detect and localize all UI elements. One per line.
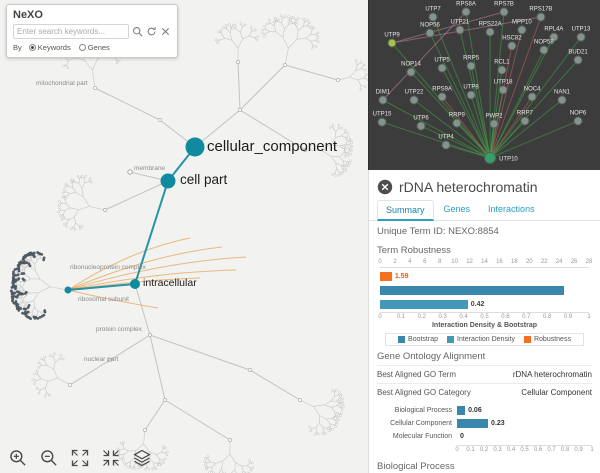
search-widget: NeXO By Keywords Genes <box>6 4 178 58</box>
collapse-view-button[interactable] <box>101 448 121 468</box>
svg-text:DIM1: DIM1 <box>376 90 391 96</box>
svg-text:UTP22: UTP22 <box>405 90 424 96</box>
tab-genes[interactable]: Genes <box>443 204 471 214</box>
term-node-label-mitochondrial-part[interactable]: mitochondrial part <box>36 80 88 87</box>
close-icon[interactable] <box>377 179 393 195</box>
svg-text:NOP56: NOP56 <box>420 23 440 29</box>
legend-item-bootstrap: Bootstrap <box>398 336 438 343</box>
tab-interactions[interactable]: Interactions <box>488 204 535 214</box>
layers-button[interactable] <box>132 448 152 468</box>
svg-text:UTP7: UTP7 <box>425 7 441 13</box>
search-mode-radios: By Keywords Genes <box>13 43 171 52</box>
term-node-label-cell-part[interactable]: cell part <box>180 172 228 187</box>
svg-text:UTP9: UTP9 <box>384 33 400 39</box>
term-title: rDNA heterochromatin <box>399 179 538 195</box>
svg-text:MPP10: MPP10 <box>512 19 532 25</box>
svg-text:RPS7B: RPS7B <box>494 1 514 7</box>
chart-legend: Bootstrap Interaction Density Robustness <box>385 333 584 346</box>
robustness-bar-interaction-density: 0.42 <box>380 298 589 310</box>
svg-text:RPS17B: RPS17B <box>529 7 552 13</box>
axis-title: Interaction Density & Bootstrap <box>431 322 537 329</box>
svg-text:NOP6: NOP6 <box>570 111 587 117</box>
svg-text:PWP2: PWP2 <box>485 113 503 119</box>
term-node-label-intracellular[interactable]: intracellular <box>143 277 197 289</box>
canvas-toolbar <box>8 448 152 468</box>
by-label: By <box>13 43 22 52</box>
zoom-out-button[interactable] <box>39 448 59 468</box>
search-input[interactable] <box>13 24 129 39</box>
svg-text:BUD21: BUD21 <box>568 50 588 56</box>
svg-text:UTP10: UTP10 <box>499 156 518 162</box>
unique-term-id: Unique Term ID: NEXO:8854 <box>377 226 499 237</box>
svg-text:UTP15: UTP15 <box>373 112 392 118</box>
svg-text:RCL1: RCL1 <box>494 60 510 66</box>
svg-text:UTP8: UTP8 <box>463 85 479 91</box>
app-title: NeXO <box>13 9 43 21</box>
radio-genes[interactable]: Genes <box>78 43 110 52</box>
svg-text:RPS22A: RPS22A <box>479 22 502 28</box>
svg-text:RRP9: RRP9 <box>449 113 466 119</box>
svg-text:UTP5: UTP5 <box>434 58 450 64</box>
svg-text:UTP4: UTP4 <box>438 135 454 141</box>
term-node-label-protein-complex[interactable]: protein complex <box>96 326 142 333</box>
term-node-label-nuclear-part[interactable]: nuclear part <box>84 356 119 363</box>
svg-text:RPS9A: RPS9A <box>432 86 452 92</box>
robustness-bar-bootstrap <box>380 284 589 296</box>
reset-icon[interactable] <box>146 26 157 37</box>
svg-text:NOP58: NOP58 <box>534 40 554 46</box>
term-node-label-cellular-component[interactable]: cellular_component <box>207 138 338 155</box>
svg-text:NOP14: NOP14 <box>401 62 421 68</box>
svg-text:RPS8A: RPS8A <box>456 1 476 7</box>
svg-text:UTP13: UTP13 <box>572 27 591 33</box>
detail-tabs: Summary Genes Interactions <box>369 200 600 221</box>
svg-text:RRP7: RRP7 <box>517 111 534 117</box>
biological-process-heading: Biological Process <box>377 461 455 472</box>
term-node-label-membrane[interactable]: membrane <box>134 165 166 172</box>
term-node-label-ribosomal-subunit[interactable]: ribosomal subunit <box>78 296 129 303</box>
svg-text:NOC4: NOC4 <box>524 86 541 92</box>
term-robustness-heading: Term Robustness <box>377 245 451 256</box>
svg-text:RPL4A: RPL4A <box>544 27 563 33</box>
svg-text:RRP5: RRP5 <box>463 56 480 62</box>
svg-text:UTP21: UTP21 <box>451 19 470 25</box>
legend-item-robustness: Robustness <box>523 336 571 343</box>
robustness-bar-robustness: 1.59 <box>380 270 589 282</box>
legend-item-interaction-density: Interaction Density <box>447 336 515 343</box>
clear-icon[interactable] <box>160 26 171 37</box>
svg-text:UTP6: UTP6 <box>413 116 429 122</box>
ontology-tree[interactable] <box>0 0 368 473</box>
svg-text:UTP18: UTP18 <box>494 79 513 85</box>
go-alignment-heading: Gene Ontology Alignment <box>377 351 486 362</box>
svg-text:NAN1: NAN1 <box>554 90 571 96</box>
search-icon[interactable] <box>132 26 143 37</box>
radio-keywords[interactable]: Keywords <box>28 43 71 52</box>
svg-text:HSC82: HSC82 <box>502 35 522 41</box>
tab-summary[interactable]: Summary <box>377 200 434 221</box>
term-node-label-ribonucleoprotein-complex[interactable]: ribonucleoprotein complex <box>70 264 146 271</box>
zoom-in-button[interactable] <box>8 448 28 468</box>
fit-to-screen-button[interactable] <box>70 448 90 468</box>
